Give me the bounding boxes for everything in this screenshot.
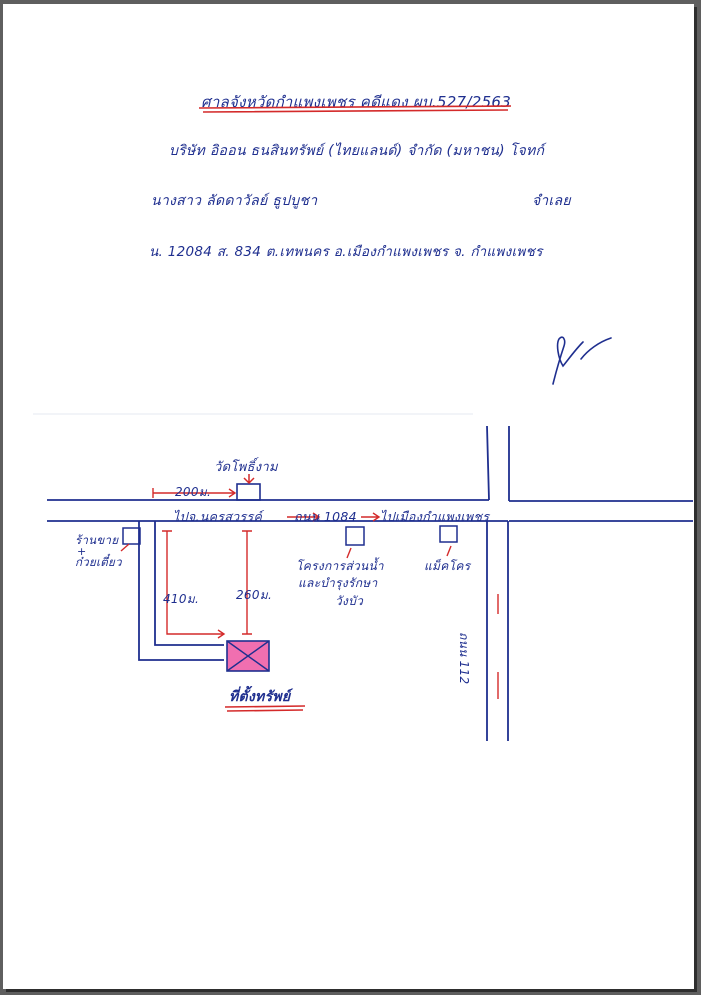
direction-arrow-mid bbox=[287, 512, 321, 522]
title-deed-line: น. 12084 ส. 834 ต.เทพนคร อ.เมืองกำแพงเพช… bbox=[149, 244, 543, 260]
side-road-south bbox=[486, 521, 509, 741]
signature bbox=[552, 336, 612, 385]
water-project-label-line1: โครงการส่วนน้ำ bbox=[296, 559, 384, 573]
temple-distance-arrow bbox=[152, 488, 237, 498]
access-lane-inner bbox=[154, 521, 224, 646]
temple-arrow bbox=[243, 474, 255, 485]
temple-marker bbox=[236, 483, 261, 501]
water-project-marker bbox=[345, 526, 365, 546]
direction-arrow-right bbox=[361, 512, 381, 522]
makro-arrow bbox=[446, 545, 452, 557]
noodle-shop-arrow bbox=[120, 543, 130, 552]
side-road-label: ถนน 112 bbox=[457, 632, 471, 685]
main-road-east-edges bbox=[509, 500, 693, 522]
property-underline bbox=[224, 705, 306, 712]
distance-260-label: 260ม. bbox=[236, 588, 273, 602]
title-underline bbox=[198, 105, 512, 113]
document-page: ศาลจังหวัดกำแพงเพชร คดีแดง ผบ.527/2563 บ… bbox=[3, 4, 694, 989]
access-lane-outer bbox=[138, 521, 224, 661]
road-to-kamphaeng-phet-label: ไปเมืองกำแพงเพชร bbox=[380, 509, 490, 524]
water-project-label-line3: วังบัว bbox=[335, 594, 364, 608]
defendant-role: จำเลย bbox=[532, 193, 571, 209]
side-road-north bbox=[486, 425, 510, 501]
distance-260-marker bbox=[242, 530, 252, 635]
distance-410-marker bbox=[162, 530, 226, 639]
property-cross bbox=[226, 640, 270, 672]
defendant-name: นางสาว ลัดดาวัลย์ ธูปบูชา bbox=[151, 193, 318, 209]
makro-marker bbox=[439, 525, 458, 543]
noodle-shop-label-line1: ร้านขาย bbox=[75, 533, 119, 547]
property-location-label: ที่ตั้งทรัพย์ bbox=[229, 689, 291, 705]
road-to-nakhon-sawan-label: ไปจ.นครสวรรค์ bbox=[173, 509, 263, 524]
map-drawing bbox=[33, 105, 693, 741]
temple-label: วัดโพธิ์งาม bbox=[214, 460, 278, 475]
temple-distance-label: 200ม. bbox=[175, 485, 212, 499]
noodle-shop-plus: + bbox=[77, 545, 87, 558]
distance-410-label: 410ม. bbox=[163, 592, 200, 606]
water-project-label-line2: และบำรุงรักษา bbox=[298, 576, 378, 590]
water-project-arrow bbox=[346, 547, 352, 559]
plaintiff-line: บริษัท อิออน ธนสินทรัพย์ (ไทยแลนด์) จำกั… bbox=[169, 143, 545, 159]
road-1084-label: ถนน 1084 bbox=[294, 509, 357, 524]
makro-label: แม็คโคร bbox=[424, 559, 471, 573]
noodle-shop-marker bbox=[122, 527, 141, 545]
noodle-shop-label-line2: ก๋วยเตี๋ยว bbox=[75, 555, 122, 569]
